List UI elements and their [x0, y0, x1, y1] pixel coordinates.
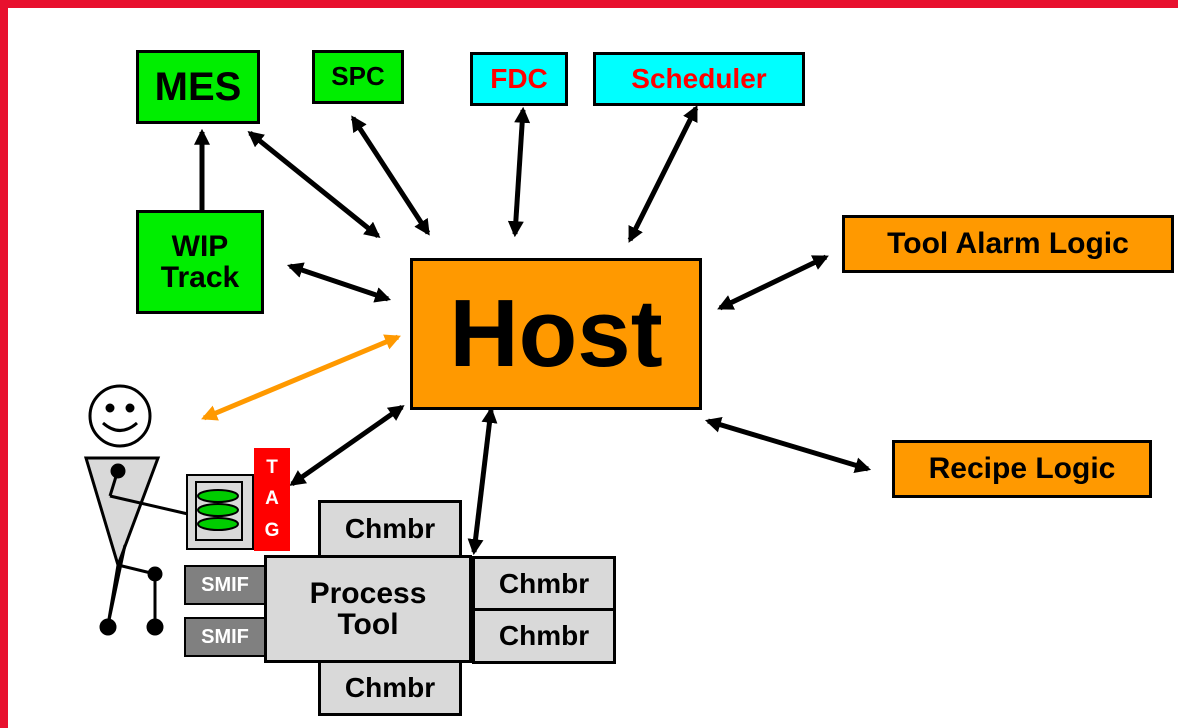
fdc-label: FDC [490, 63, 548, 95]
smif-upper-label: SMIF [201, 573, 249, 596]
mes-label: MES [154, 65, 242, 109]
wip-track-box: WIP Track [136, 210, 264, 314]
recipe-logic-label: Recipe Logic [928, 452, 1116, 486]
operator-body [83, 456, 161, 570]
spc-label: SPC [331, 61, 385, 92]
chamber-bottom-label: Chmbr [344, 672, 436, 704]
process-tool-box: Process Tool [264, 555, 472, 663]
mes-box: MES [136, 50, 260, 124]
arrow-host-cassette [289, 404, 405, 487]
spc-box: SPC [312, 50, 404, 104]
smif-lower-label: SMIF [201, 625, 249, 648]
arrow-host-process-tool [467, 406, 498, 556]
chamber-top-box: Chmbr [318, 500, 462, 558]
host-box: Host [410, 258, 702, 410]
smif-upper-box: SMIF [184, 565, 266, 605]
wafer-cassette [186, 474, 254, 550]
chamber-right-upper-label: Chmbr [498, 568, 590, 600]
arrow-fdc-host [507, 106, 531, 238]
chamber-bottom-box: Chmbr [318, 660, 462, 716]
arrow-wip-host [286, 262, 392, 303]
arrow-scheduler-host [627, 105, 699, 243]
tool-alarm-logic-box: Tool Alarm Logic [842, 215, 1174, 273]
chamber-right-upper-box: Chmbr [472, 556, 616, 612]
scheduler-box: Scheduler [593, 52, 805, 106]
tag-letter-a: A [265, 488, 279, 510]
host-label: Host [449, 279, 663, 387]
smif-lower-box: SMIF [184, 617, 266, 657]
chamber-right-lower-label: Chmbr [498, 620, 590, 652]
recipe-logic-box: Recipe Logic [892, 440, 1152, 498]
wip-track-label-line2: Track [160, 261, 240, 294]
scheduler-label: Scheduler [631, 63, 767, 95]
chamber-top-label: Chmbr [344, 513, 436, 545]
operator-head [88, 384, 152, 448]
arrow-mes-host [247, 130, 381, 239]
tool-alarm-logic-label: Tool Alarm Logic [887, 227, 1129, 261]
arrow-spc-host [350, 115, 431, 236]
wip-track-label-line1: WIP [171, 229, 229, 263]
arrow-alarm-host [717, 254, 829, 311]
tag-label: T A G [254, 448, 290, 551]
arrow-recipe-host [704, 417, 872, 473]
process-tool-label-line2: Tool [337, 608, 399, 641]
tag-letter-t: T [266, 456, 278, 478]
operator-figure [83, 384, 189, 636]
tag-letter-g: G [264, 520, 280, 542]
chamber-right-lower-box: Chmbr [472, 608, 616, 664]
wafer-stack-icon [195, 481, 243, 541]
fdc-box: FDC [470, 52, 568, 106]
process-tool-label-line1: Process [309, 576, 427, 610]
arrow-operator-host [201, 334, 401, 421]
